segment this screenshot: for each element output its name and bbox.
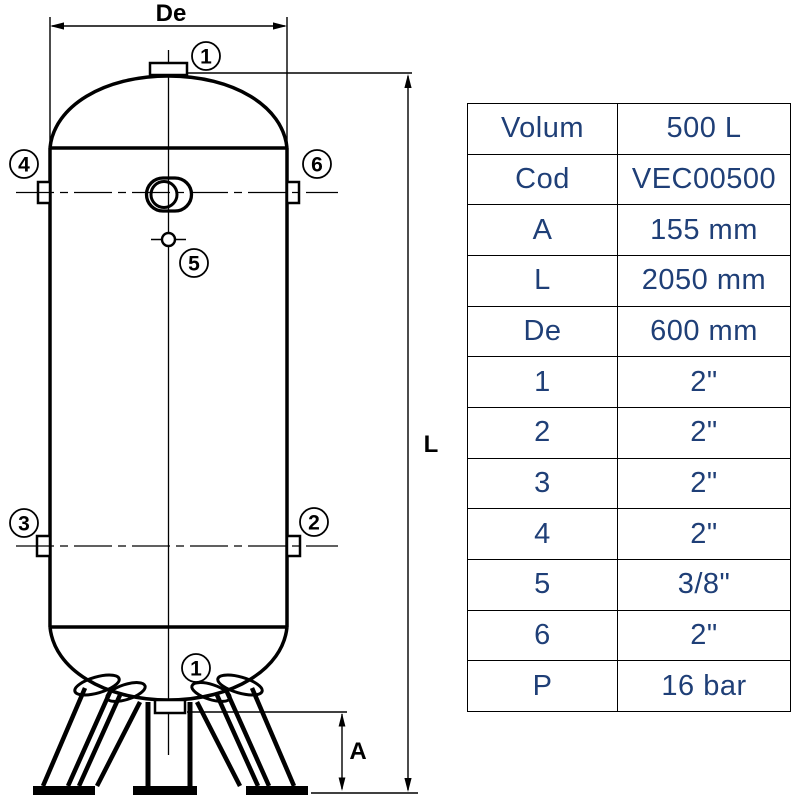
a-arrow-top: [338, 713, 346, 727]
spec-row-conn3: 3 2": [467, 457, 791, 510]
de-arrow-right: [273, 22, 287, 30]
callout-4-circle: [9, 149, 39, 179]
spec-label: Volum: [467, 103, 618, 155]
top-nozzle: [148, 61, 189, 77]
spec-row-pressure: P 16 bar: [467, 660, 791, 712]
spec-value: VEC00500: [617, 153, 791, 206]
manway-obround: [144, 176, 194, 213]
leg-left-line4: [94, 700, 143, 788]
callout-5-number: 5: [188, 253, 200, 276]
spec-value: 16 bar: [617, 660, 791, 712]
spec-value: 2": [617, 609, 791, 662]
spec-row-conn6: 6 2": [467, 609, 791, 662]
callout-5-circle: [179, 248, 209, 278]
leg-collar-left-inner: [105, 681, 147, 703]
a-arrow-bottom: [338, 777, 346, 791]
callout-4-number: 4: [18, 154, 30, 177]
spec-row-conn2: 2 2": [467, 406, 791, 459]
spec-row-volum: Volum 500 L: [467, 103, 791, 155]
spec-row-l: L 2050 mm: [467, 254, 791, 307]
spec-value: 2": [617, 406, 791, 459]
spec-value: 2": [617, 457, 791, 510]
callout-3-circle: [9, 508, 39, 538]
de-dimension-label: De: [156, 0, 187, 27]
leg-right-line2: [224, 691, 272, 787]
callout-1-bottom-number: 1: [190, 658, 202, 681]
spec-row-conn1: 1 2": [467, 356, 791, 408]
bottom-nozzle: [153, 698, 187, 715]
callout-6-number: 6: [311, 154, 323, 177]
leg-right-line4: [194, 700, 243, 788]
spec-value: 500 L: [617, 103, 791, 155]
spec-value: 3/8": [617, 558, 791, 611]
callout-1-bottom-circle: [181, 653, 211, 683]
connection-5-boss: [160, 231, 177, 248]
foot-pad-center: [133, 786, 197, 795]
spec-row-de: De 600 mm: [467, 305, 791, 358]
spec-row-a: A 155 mm: [467, 204, 791, 256]
leg-collar-right-outer: [216, 673, 264, 697]
l-dimension-label: L: [424, 431, 439, 458]
support-legs: [40, 673, 297, 788]
leg-right-line1: [249, 687, 297, 787]
a-dimension-label: A: [349, 738, 366, 765]
callout-6-circle: [302, 149, 332, 179]
de-arrow-left: [50, 22, 64, 30]
callout-1-top-circle: [191, 41, 221, 71]
tank-technical-drawing: De L: [9, 0, 439, 795]
de-dimension: [49, 17, 288, 148]
spec-label: 5: [467, 558, 618, 611]
spec-row-conn4: 4 2": [467, 508, 791, 560]
spec-label: Cod: [467, 153, 618, 206]
l-dimension: [188, 72, 418, 794]
spec-row-cod: Cod VEC00500: [467, 153, 791, 206]
spec-value: 2050 mm: [617, 254, 791, 307]
foot-pad-right: [246, 786, 308, 795]
leg-left-line3: [76, 694, 123, 787]
spec-label: 2: [467, 406, 618, 459]
manway-hole: [149, 180, 179, 209]
spec-label: De: [467, 305, 618, 358]
spec-row-conn5: 5 3/8": [467, 558, 791, 611]
spec-label: 4: [467, 508, 618, 560]
spec-table: Volum 500 L Cod VEC00500 A 155 mm L 2050…: [467, 103, 791, 712]
spec-label: 1: [467, 356, 618, 408]
spec-value: 155 mm: [617, 204, 791, 256]
callout-balloons: [9, 41, 332, 683]
spec-value: 2": [617, 356, 791, 408]
leg-collar-left-outer: [73, 673, 121, 697]
l-arrow-top: [404, 74, 412, 88]
spec-label: A: [467, 204, 618, 256]
leg-left-line2: [65, 691, 113, 787]
spec-label: P: [467, 660, 618, 712]
spec-value: 600 mm: [617, 305, 791, 358]
leg-right-line3: [214, 694, 261, 787]
leg-left-line1: [40, 687, 88, 787]
foot-pad-left: [33, 786, 95, 795]
foot-pads: [33, 786, 308, 795]
callout-2-circle: [299, 507, 329, 537]
l-arrow-bottom: [404, 778, 412, 792]
callout-1-top-number: 1: [200, 46, 212, 69]
spec-label: 6: [467, 609, 618, 662]
spec-value: 2": [617, 508, 791, 560]
spec-label: 3: [467, 457, 618, 510]
callout-3-number: 3: [18, 513, 30, 536]
callout-2-number: 2: [308, 512, 320, 535]
spec-label: L: [467, 254, 618, 307]
